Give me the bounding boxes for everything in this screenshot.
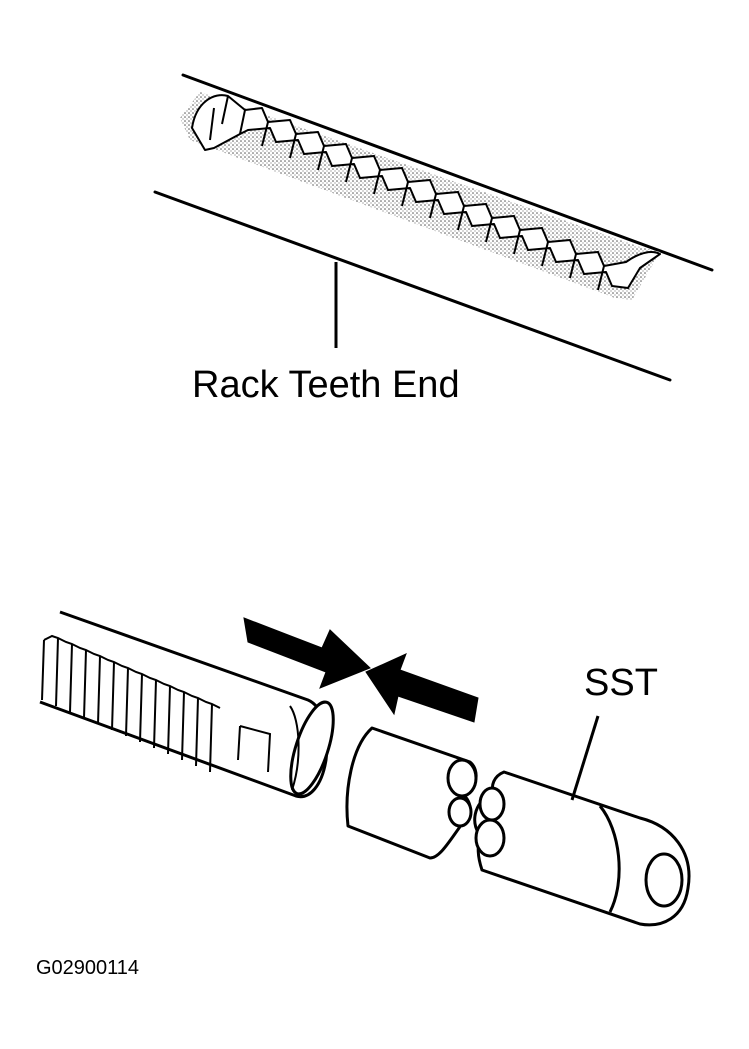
assembly-arrows — [243, 617, 479, 723]
rack-teeth — [191, 94, 661, 291]
arrow-left — [365, 653, 479, 723]
sst-label: SST — [584, 662, 658, 704]
sst-leader — [570, 715, 600, 801]
rack-bar-top — [153, 73, 714, 382]
sst-sleeve-front — [345, 726, 478, 860]
arrow-right — [243, 617, 371, 689]
rack-shaft-teeth — [41, 634, 300, 791]
rack-teeth-end-label: Rack Teeth End — [192, 364, 460, 406]
sst-tool-body — [473, 770, 691, 927]
figure-code: G02900114 — [36, 957, 140, 979]
